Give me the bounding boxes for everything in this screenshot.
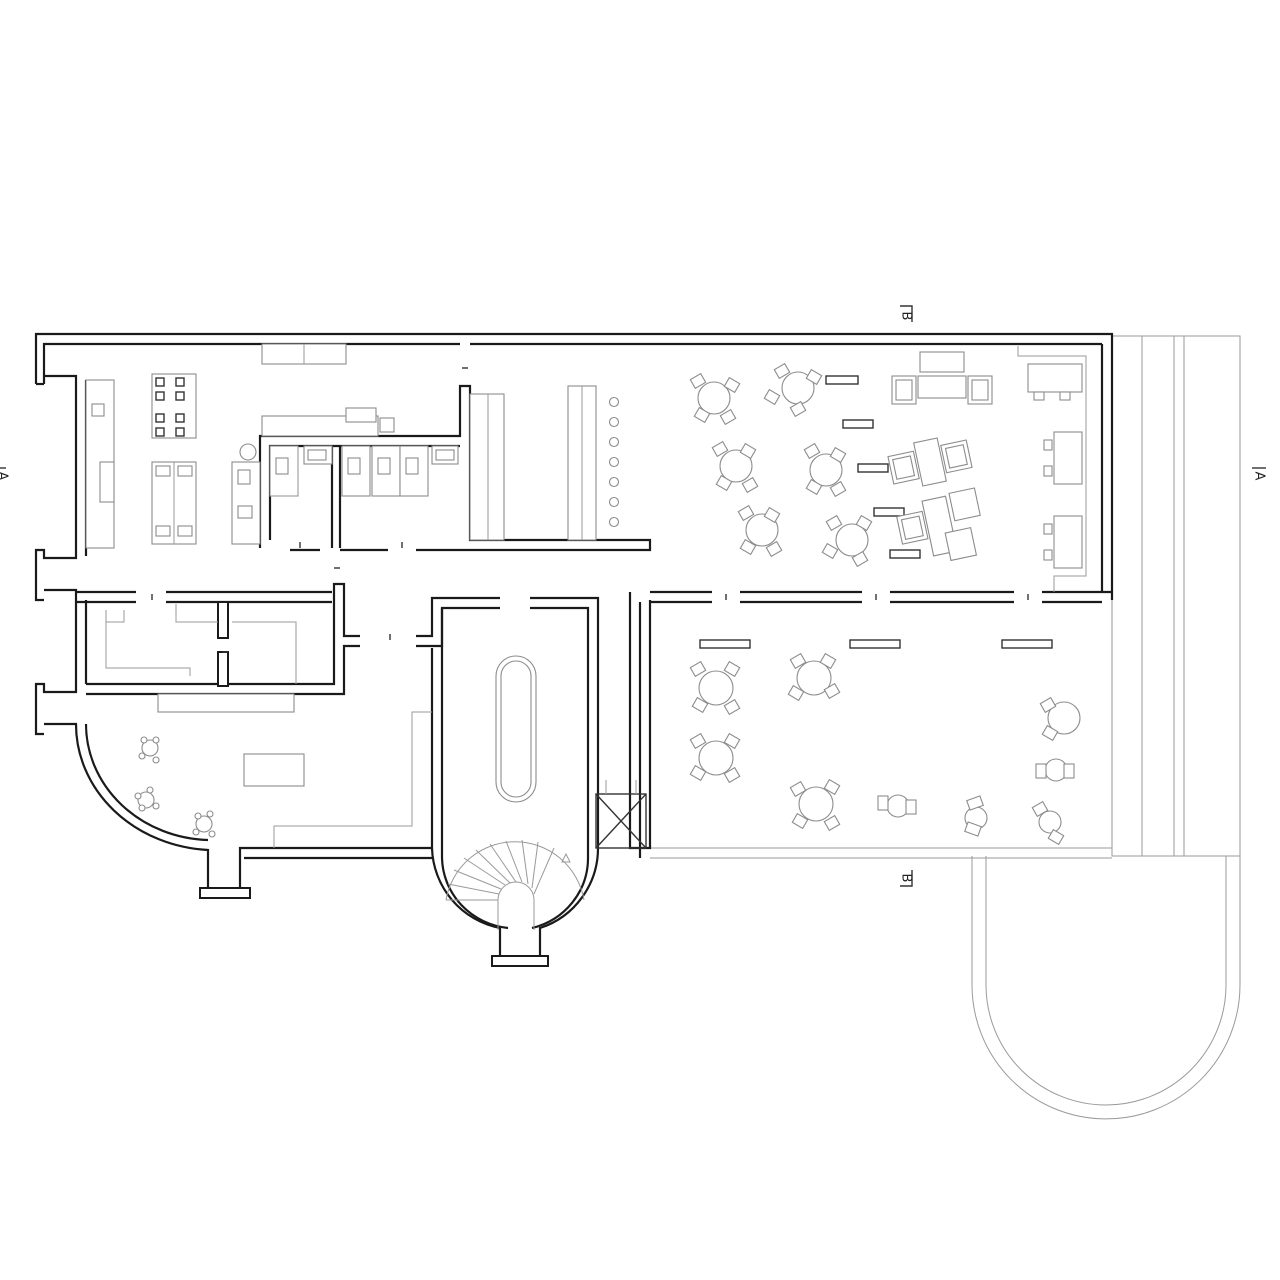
staircase	[445, 655, 585, 930]
lounge-area	[134, 711, 432, 848]
restroom-stalls	[269, 445, 459, 497]
interior-walls	[76, 367, 1112, 967]
section-markers: B B A A	[0, 305, 1267, 887]
section-marker-b-top: B	[899, 312, 914, 321]
section-marker-a-right: A	[1252, 472, 1267, 481]
section-marker-b-bottom: B	[899, 874, 914, 883]
section-marker-a-left: A	[0, 472, 10, 481]
bar-counter	[469, 385, 620, 541]
kitchen-fixtures	[85, 343, 395, 549]
terrace-outline	[650, 335, 1241, 1120]
cafe-seating-south	[689, 639, 1081, 846]
cafe-seating-north	[689, 346, 1087, 592]
storage-shelving	[105, 604, 297, 713]
